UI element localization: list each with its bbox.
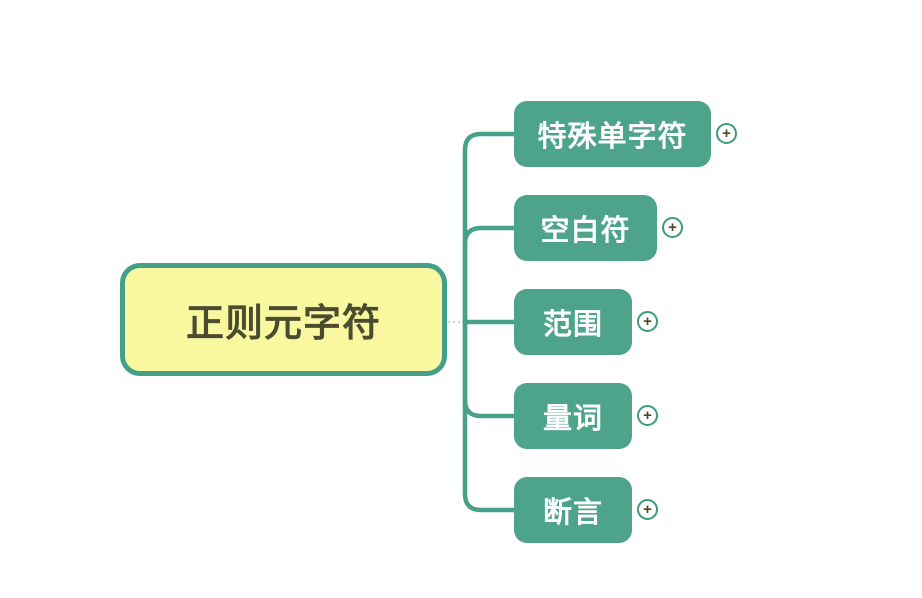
topic-node-3-label: 范围 (542, 309, 603, 341)
branch-line-1 (462, 131, 517, 325)
expand-plus-icon-2[interactable]: + (662, 217, 683, 238)
root-node[interactable]: 正则元字符 (120, 263, 447, 376)
expand-plus-icon-4[interactable]: + (637, 405, 658, 426)
expand-plus-icon-3[interactable]: + (637, 311, 658, 332)
expand-plus-icon-1[interactable]: + (716, 123, 737, 144)
plus-glyph: + (643, 313, 652, 330)
branch-line-5 (462, 319, 517, 513)
root-node-label: 正则元字符 (185, 303, 381, 345)
plus-glyph: + (643, 501, 652, 518)
branch-line-2 (462, 225, 517, 325)
topic-node-2[interactable]: 空白符 (514, 195, 657, 261)
plus-glyph: + (643, 407, 652, 424)
plus-glyph: + (668, 219, 677, 236)
topic-node-1-label: 特殊单字符 (537, 121, 688, 153)
topic-node-5[interactable]: 断言 (514, 477, 632, 543)
topic-node-5-label: 断言 (542, 497, 603, 529)
topic-node-3[interactable]: 范围 (514, 289, 632, 355)
topic-node-4[interactable]: 量词 (514, 383, 632, 449)
topic-node-2-label: 空白符 (540, 215, 631, 247)
topic-node-1[interactable]: 特殊单字符 (514, 101, 711, 167)
plus-glyph: + (722, 125, 731, 142)
expand-plus-icon-5[interactable]: + (637, 499, 658, 520)
branch-line-4 (462, 319, 517, 419)
topic-node-4-label: 量词 (542, 403, 603, 435)
